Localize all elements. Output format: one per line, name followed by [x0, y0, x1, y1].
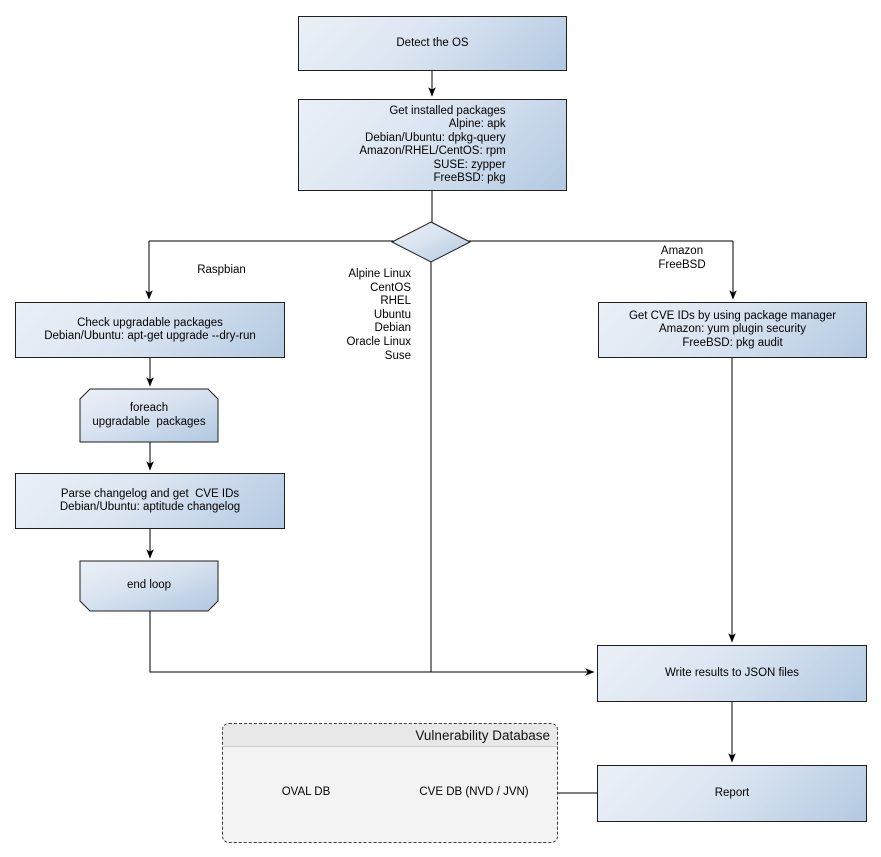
node-report: Report	[597, 765, 867, 822]
edge-label-raspbian: Raspbian	[197, 264, 246, 276]
vulnerability-database-group: Vulnerability Database	[222, 723, 558, 843]
vulnerability-database-titlebar: Vulnerability Database	[223, 724, 557, 747]
end-loop-label: end loop	[126, 579, 172, 592]
vulnerability-database-title: Vulnerability Database	[415, 727, 550, 743]
node-detect-os-text: Detect the OS	[396, 36, 469, 49]
cve-db-label: CVE DB (NVD / JVN)	[419, 786, 529, 798]
node-detect-os: Detect the OS	[298, 16, 567, 71]
foreach-loop-shape	[79, 388, 219, 443]
node-report-text: Report	[714, 786, 750, 799]
node-write-results-text: Write results to JSON files	[665, 666, 799, 679]
node-write-results: Write results to JSON files	[597, 645, 867, 702]
oval-db-label: OVAL DB	[281, 786, 331, 798]
end-loop-shape	[79, 560, 219, 612]
os-decision-diamond	[390, 221, 472, 263]
